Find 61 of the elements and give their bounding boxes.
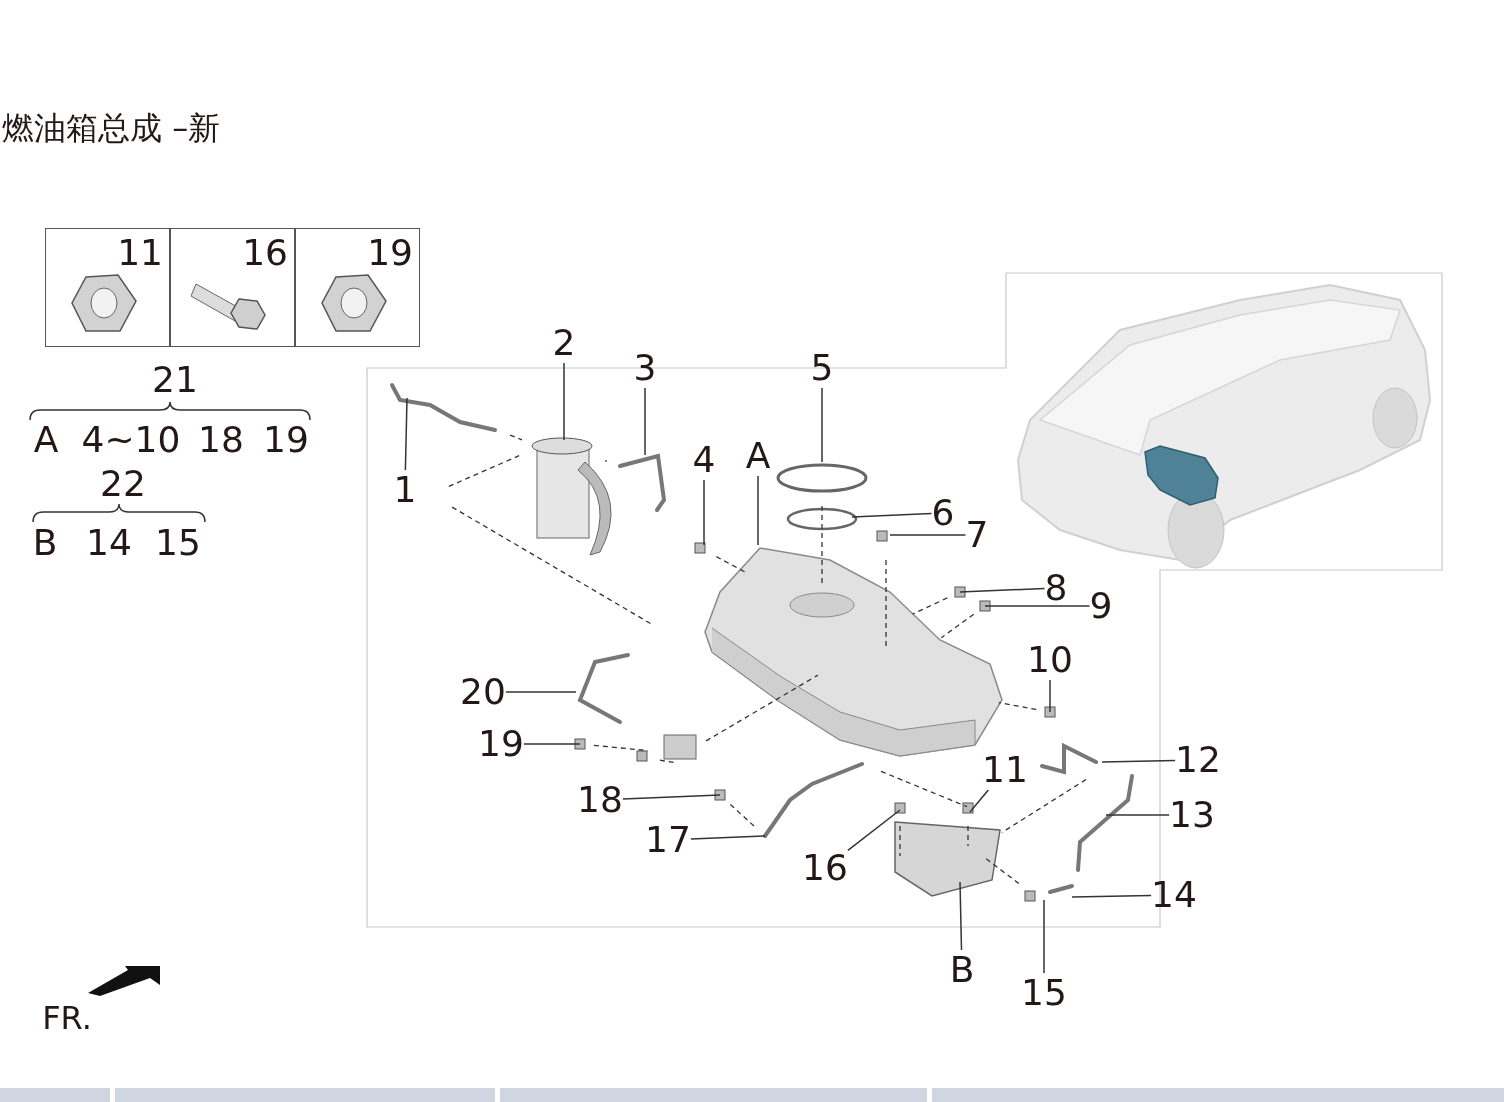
callout-number: 17 (645, 820, 691, 860)
parts-cell (170, 228, 295, 347)
kit-number: 22 (100, 464, 146, 504)
leader-line (1049, 679, 1051, 713)
parts-cell (45, 228, 170, 347)
leader-line (523, 743, 581, 745)
leader-line (404, 397, 408, 471)
callout-number: 8 (1044, 568, 1068, 608)
callout-number: 19 (478, 724, 524, 764)
callout-number: 7 (965, 515, 989, 555)
leader-line (622, 794, 721, 800)
callout-number: 14 (1151, 875, 1197, 915)
callout-number: 16 (802, 848, 848, 888)
part-list-item: B (32, 523, 58, 563)
leader-line (644, 387, 646, 456)
callout-number: 20 (460, 672, 506, 712)
part-list-item: A (33, 420, 59, 460)
callout-number: 1 (393, 470, 417, 510)
part-number: 19 (367, 233, 413, 273)
leader-line (1043, 899, 1045, 974)
leader-line (821, 387, 823, 463)
callout-number: 12 (1175, 740, 1221, 780)
leader-line (959, 881, 963, 951)
part-list-item: 14 (86, 523, 132, 563)
part-list-item: 15 (155, 523, 201, 563)
callout-number: 9 (1089, 586, 1113, 626)
callout-number: 2 (552, 323, 576, 363)
part-number: 11 (117, 233, 163, 273)
callout-number: 10 (1027, 640, 1073, 680)
leader-line (1101, 759, 1176, 763)
direction-label: FR. (42, 998, 92, 1038)
callout-number: 3 (633, 348, 657, 388)
callout-number: 6 (931, 493, 955, 533)
callout-number: 15 (1021, 973, 1067, 1013)
kit-number: 21 (152, 360, 198, 400)
leader-line (984, 605, 1091, 607)
leader-line (847, 809, 901, 852)
callout-number: B (949, 950, 975, 990)
leader-line (889, 534, 967, 536)
part-number: 16 (242, 233, 288, 273)
leader-line (1105, 814, 1170, 816)
leader-line (703, 479, 705, 546)
title: 燃油箱总成 –新 (2, 108, 221, 148)
callout-number: A (745, 436, 771, 476)
callout-number: 5 (810, 348, 834, 388)
leader-line (757, 475, 759, 546)
leader-line (969, 789, 990, 813)
leader-line (1071, 894, 1152, 898)
callout-number: 13 (1169, 795, 1215, 835)
leader-line (563, 362, 565, 441)
leader-line (851, 512, 933, 518)
leader-line (505, 691, 577, 693)
callout-number: 11 (982, 750, 1028, 790)
parts-cell (295, 228, 420, 347)
callout-number: 4 (692, 440, 716, 480)
part-list-item: 4~10 (81, 420, 181, 460)
part-list-item: 18 (198, 420, 244, 460)
callout-number: 18 (577, 780, 623, 820)
leader-line (690, 835, 766, 840)
leader-line (959, 587, 1046, 593)
part-list-item: 19 (263, 420, 309, 460)
